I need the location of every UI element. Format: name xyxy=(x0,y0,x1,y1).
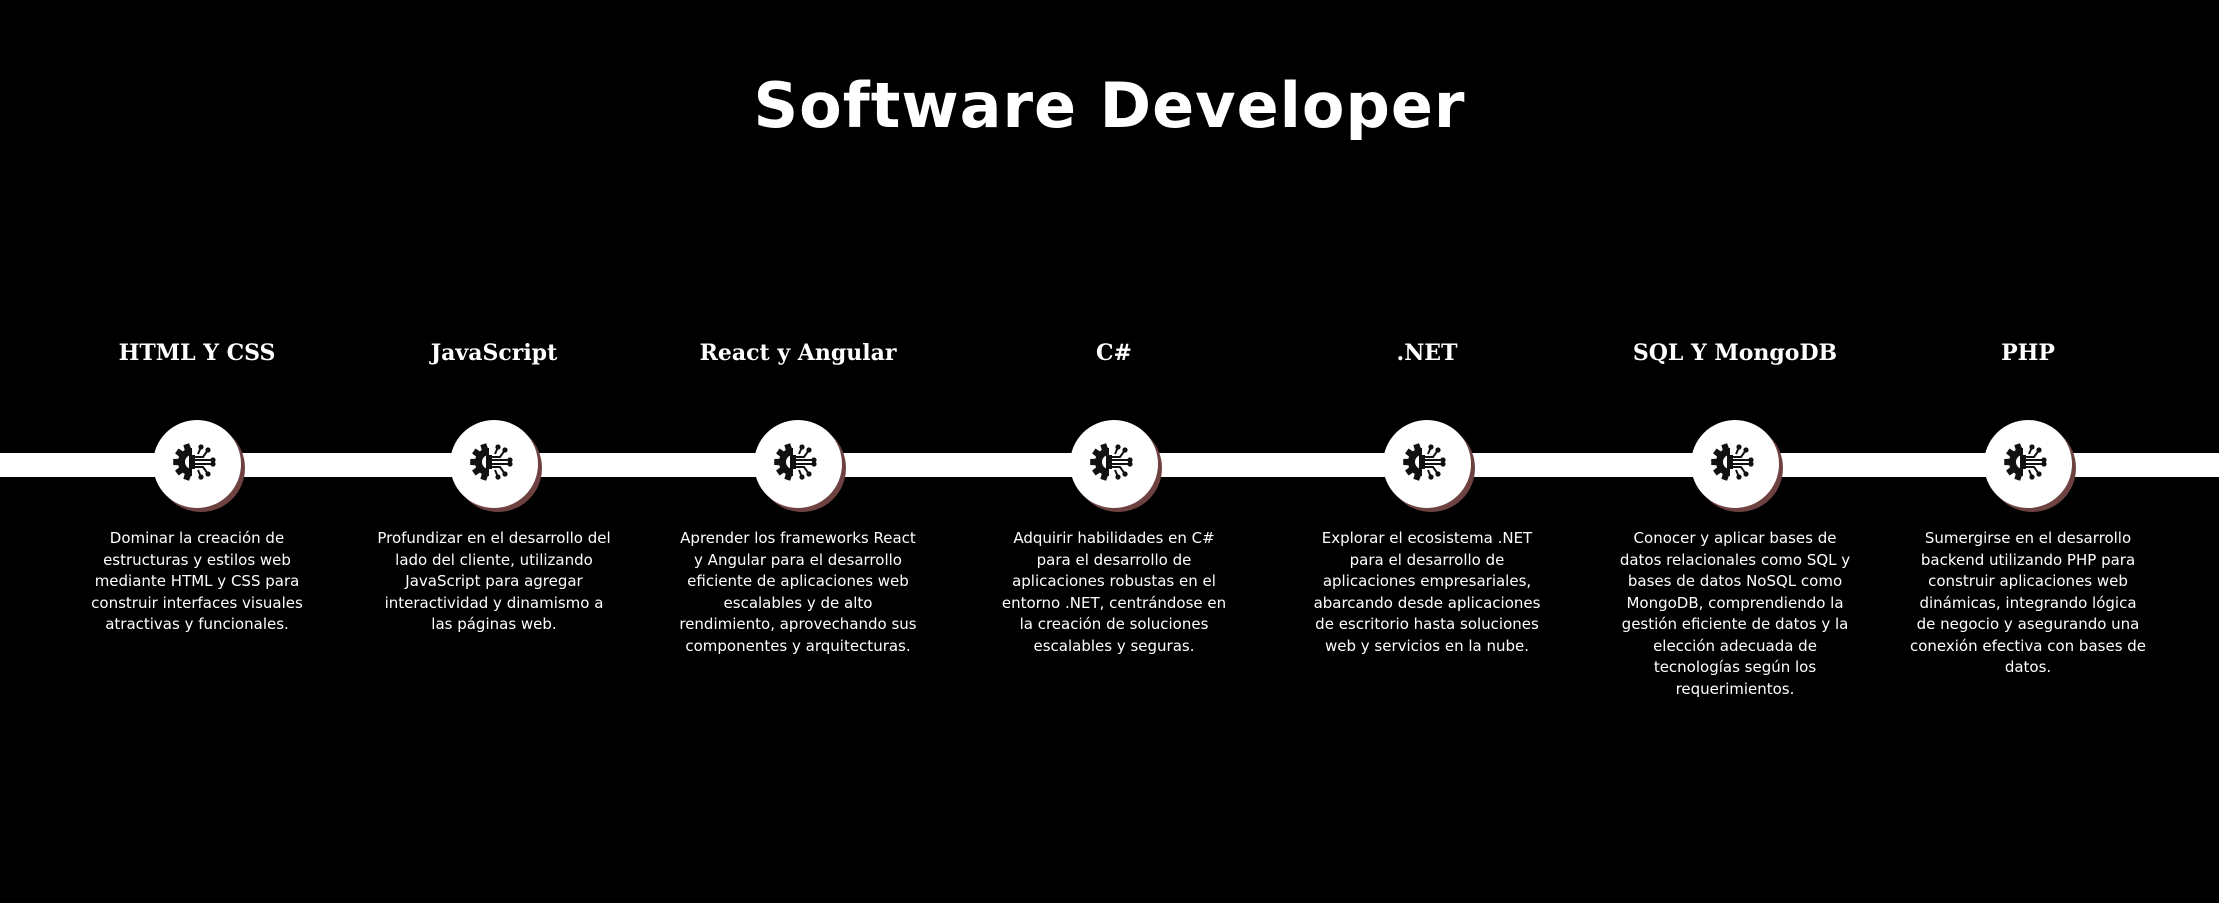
tech-gear-circuit-svg xyxy=(1711,438,1760,485)
page-title: Software Developer xyxy=(753,69,1466,142)
tech-gear-circuit-svg xyxy=(774,438,823,485)
tech-gear-circuit-icon xyxy=(467,435,521,494)
step-title: SQL Y MongoDB xyxy=(1632,340,1838,366)
tech-gear-circuit-icon xyxy=(1400,435,1454,494)
step-title: HTML Y CSS xyxy=(118,340,276,366)
tech-gear-circuit-svg xyxy=(2004,438,2053,485)
step-icon-circle xyxy=(1691,420,1779,508)
step-description: Aprender los frameworks React y Angular … xyxy=(679,529,917,655)
step-title: PHP xyxy=(2001,340,2055,366)
tech-gear-circuit-svg xyxy=(1403,438,1452,485)
tech-gear-circuit-icon xyxy=(170,435,224,494)
step-icon-circle xyxy=(1984,420,2072,508)
step-title: C# xyxy=(1096,340,1132,366)
step-title: JavaScript xyxy=(430,340,558,366)
tech-gear-circuit-svg xyxy=(1090,438,1139,485)
step-icon-circle xyxy=(1383,420,1471,508)
step-icon-circle xyxy=(1070,420,1158,508)
tech-gear-circuit-icon xyxy=(771,435,825,494)
step-icon-circle xyxy=(153,420,241,508)
step-description: Explorar el ecosistema .NET para el desa… xyxy=(1313,529,1541,655)
step-description: Conocer y aplicar bases de datos relacio… xyxy=(1619,529,1851,698)
step-description: Adquirir habilidades en C# para el desar… xyxy=(1001,529,1227,655)
step-title: .NET xyxy=(1396,340,1458,366)
step-icon-circle xyxy=(754,420,842,508)
tech-gear-circuit-icon xyxy=(1087,435,1141,494)
tech-gear-circuit-svg xyxy=(470,438,519,485)
step-description: Sumergirse en el desarrollo backend util… xyxy=(1909,529,2147,676)
step-description: Dominar la creación de estructuras y est… xyxy=(91,529,303,633)
step-icon-circle xyxy=(450,420,538,508)
tech-gear-circuit-svg xyxy=(173,438,222,485)
tech-gear-circuit-icon xyxy=(1708,435,1762,494)
step-description: Profundizar en el desarrollo del lado de… xyxy=(377,529,611,633)
tech-gear-circuit-icon xyxy=(2001,435,2055,494)
step-title: React y Angular xyxy=(699,340,897,366)
